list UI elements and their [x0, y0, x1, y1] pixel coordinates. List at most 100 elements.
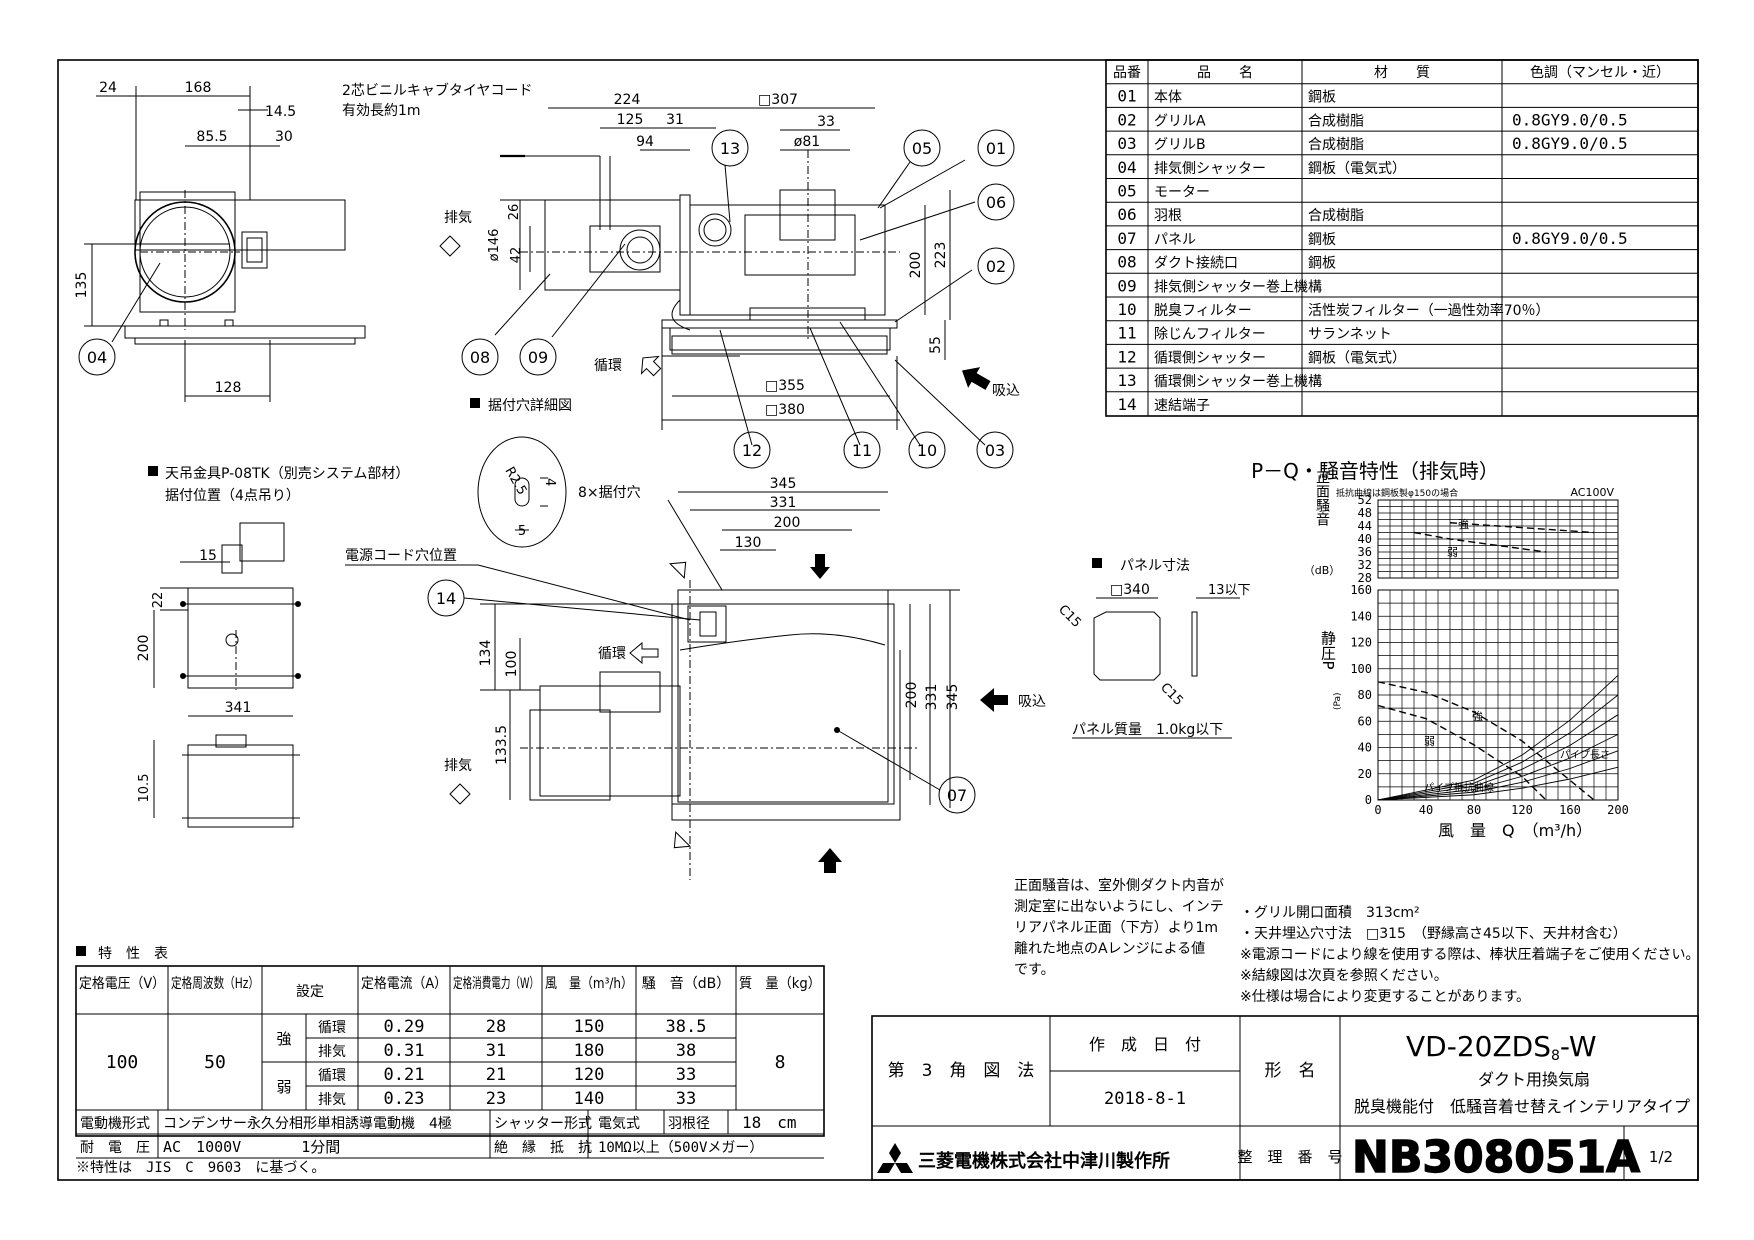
spec-insulation-value: 10MΩ以上（500Vメガー） [598, 1140, 763, 1156]
spec-cell: 33 [676, 1089, 696, 1109]
parts-row-name: パネル [1154, 232, 1196, 248]
pressure-y-tick: 20 [1358, 767, 1372, 781]
pq-xlabel: 風 量 Q （m³/h） [1438, 821, 1592, 840]
dim-hanger-10-5: 10.5 [137, 774, 152, 803]
page-number: 1/2 [1649, 1148, 1673, 1166]
model-label: 形 名 [1265, 1061, 1316, 1081]
dim-224: 224 [614, 92, 641, 108]
doc-number: NB308051A [1352, 1132, 1640, 1183]
panel-thickness-label: 13以下 [1208, 583, 1251, 598]
pressure-ylabel: 静圧P [1319, 630, 1337, 669]
spec-header: 定格電圧（V） [79, 976, 165, 992]
part-label-09: 09 [528, 348, 548, 367]
dim-94: 94 [636, 134, 654, 150]
parts-row-no: 01 [1117, 87, 1136, 106]
projection-label: 第 3 角 図 法 [888, 1061, 1035, 1081]
hole-detail-title: 据付穴詳細図 [488, 398, 572, 414]
noise-y-tick: 52 [1358, 493, 1372, 507]
dim-134: 134 [478, 640, 494, 667]
x-tick: 120 [1511, 803, 1533, 817]
noise-y-tick: 28 [1358, 571, 1372, 585]
dim-200-right: 200 [904, 682, 920, 709]
part-label-11: 11 [852, 441, 872, 460]
parts-row-material: 鋼板（電気式） [1308, 161, 1406, 177]
parts-row-name: 排気側シャッター巻上機構 [1154, 279, 1322, 295]
dim-31: 31 [666, 112, 684, 128]
dim-hanger-15: 15 [199, 548, 217, 564]
parts-row-material: 合成樹脂 [1308, 113, 1364, 129]
spec-blade-value: 18 cm [742, 1113, 797, 1132]
spec-motor-label: 電動機形式 [80, 1116, 150, 1132]
exhaust-down-arrow-icon [810, 554, 830, 579]
spec-note-line: ※結線図は次頁を参照ください。 [1240, 967, 1448, 984]
spec-shutter-value: 電気式 [598, 1116, 640, 1132]
date-value: 2018-8-1 [1104, 1089, 1186, 1109]
spec-cell: 28 [486, 1017, 506, 1037]
circulation-label-bottom: 循環 [598, 646, 626, 662]
resistance-curve-3 [1377, 714, 1619, 801]
parts-header-0: 品番 [1113, 65, 1141, 81]
panel-dimensions: パネル寸法 □340 13以下 C15 C15 パネル質量 1.0kg以下 [1055, 558, 1251, 739]
dim-85-5: 85.5 [196, 129, 227, 145]
part-label-07: 07 [947, 786, 967, 805]
noise-note-line: 測定室に出ないようにし、インテ [1014, 898, 1224, 915]
spec-cell: 180 [574, 1041, 605, 1061]
dim-24: 24 [99, 80, 117, 96]
pq-chart-note: 抵抗曲線は鋼板製φ150の場合 [1336, 487, 1458, 499]
dim-hanger-200: 200 [136, 635, 152, 662]
sheet-border [57, 59, 1699, 1181]
dim-hole-4: 4 [542, 478, 557, 486]
dim-55: 55 [928, 336, 944, 354]
corner-arrow-top-icon [668, 561, 687, 580]
spec-cell: 循環 [318, 1020, 346, 1036]
cord-note-2: 有効長約1m [342, 103, 421, 119]
model-suffix: -W [1560, 1030, 1597, 1063]
parts-row-no: 09 [1117, 276, 1136, 295]
exhaust-arrow-icon [439, 235, 461, 257]
intake-left-arrow-icon [980, 688, 1008, 712]
dim-128: 128 [215, 380, 242, 396]
dim-168: 168 [185, 80, 212, 96]
parts-header-1: 品 名 [1197, 65, 1253, 81]
resistance-curve-0 [1377, 766, 1619, 801]
spec-motor-value: コンデンサー永久分相形単相誘導電動機 4極 [163, 1115, 452, 1132]
spec-cell: 38.5 [666, 1017, 707, 1037]
noise-y-tick: 32 [1358, 558, 1372, 572]
resistance-curve-2 [1377, 733, 1619, 801]
parts-row-no: 12 [1117, 347, 1136, 366]
spec-header: 風 量（m³/h） [545, 976, 633, 992]
side-view: 2芯ビニルキャブタイヤコード 有効長約1m 排気 循環 吸込 [342, 82, 1020, 469]
spec-cell: 23 [486, 1089, 506, 1109]
spec-cell: 140 [574, 1089, 605, 1109]
parts-row-no: 04 [1117, 158, 1136, 177]
parts-row-no: 13 [1117, 371, 1136, 390]
parts-row-name: 除じんフィルター [1154, 327, 1266, 343]
dim-380: □380 [765, 402, 805, 418]
spec-note-line: ・グリル開口面積 313cm² [1240, 905, 1420, 921]
panel-outline [1093, 611, 1161, 681]
parts-row-material: 合成樹脂 [1308, 137, 1364, 153]
spec-cell: 0.21 [384, 1065, 425, 1085]
noise-y-tick: 48 [1358, 506, 1372, 520]
spec-cell: 21 [486, 1065, 506, 1085]
part-label-08: 08 [470, 348, 490, 367]
parts-row-no: 02 [1117, 110, 1136, 129]
parts-row-name: グリルB [1154, 137, 1206, 153]
panel-size-label: □340 [1110, 582, 1150, 598]
intake-arrow-icon [962, 367, 991, 390]
parts-header-2: 材 質 [1374, 65, 1430, 81]
intake-label-bottom: 吸込 [1018, 694, 1046, 710]
parts-row-name: 速結端子 [1154, 398, 1210, 414]
noise-strong-label: 強 [1458, 518, 1469, 531]
parts-row-material: 鋼板（電気式） [1308, 350, 1406, 366]
dim-146: ø146 [487, 229, 502, 262]
exhaust-diamond-icon [449, 783, 471, 805]
noise-note-line: 離れた地点のAレンジによる値 [1014, 940, 1205, 957]
dim-81: ø81 [794, 134, 820, 150]
noise-y-tick: 44 [1358, 519, 1372, 533]
dim-307: □307 [758, 92, 798, 108]
spec-table: 特 性 表 定格電圧（V）定格周波数（Hz）設定定格電流（A）定格消費電力（W）… [75, 946, 825, 1176]
dim-hanger-341: 341 [225, 700, 252, 716]
pressure-y-tick: 40 [1358, 741, 1372, 755]
pressure-series-1 [1377, 704, 1547, 801]
